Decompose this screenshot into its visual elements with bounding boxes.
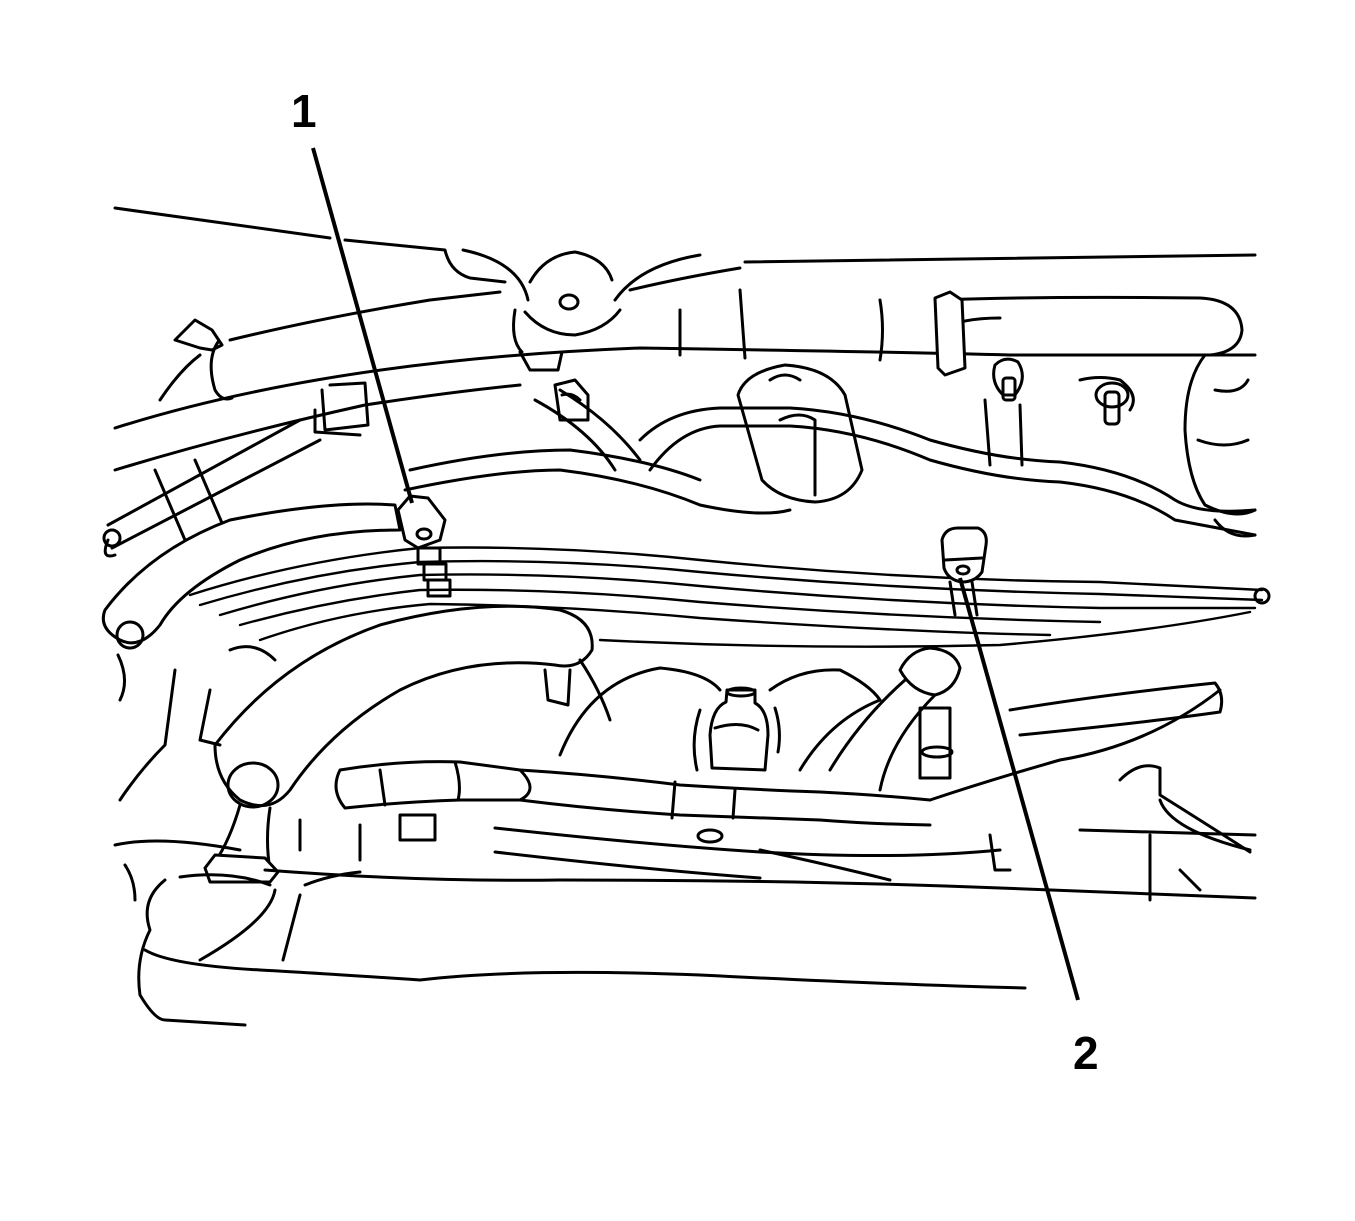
coupler-hose: [828, 646, 962, 792]
lower-fuel-rail: [298, 813, 1012, 882]
callout-1-leader: [311, 147, 414, 504]
callout-label-2: 2: [1073, 1027, 1099, 1079]
intake-manifold: [628, 266, 864, 504]
engine-domes: [558, 658, 882, 772]
upper-right-hose: [878, 290, 1244, 377]
left-lower-frame: [113, 645, 277, 852]
upper-cowl-lines: [113, 206, 1257, 430]
left-pipes: [102, 418, 322, 558]
bolts-right: [983, 357, 1135, 467]
wiring-harness: [188, 546, 1271, 648]
left-bracket: [313, 378, 590, 437]
callout-2-connector: [940, 526, 988, 617]
fluid-reservoir: [692, 686, 781, 772]
upper-left-hose: [113, 290, 522, 472]
top-mount-bracket: [461, 248, 702, 372]
right-lower-hoses: [1008, 681, 1257, 902]
front-crossmember: [123, 863, 1257, 1027]
callout-1-clip: [396, 494, 452, 598]
center-tube: [403, 388, 1257, 537]
lower-wiring-loom: [334, 688, 1222, 827]
lower-left-hose: [101, 502, 402, 650]
callout-label-1: 1: [291, 85, 317, 137]
callout-2-leader: [958, 577, 1080, 1001]
intake-tube: [203, 604, 594, 884]
